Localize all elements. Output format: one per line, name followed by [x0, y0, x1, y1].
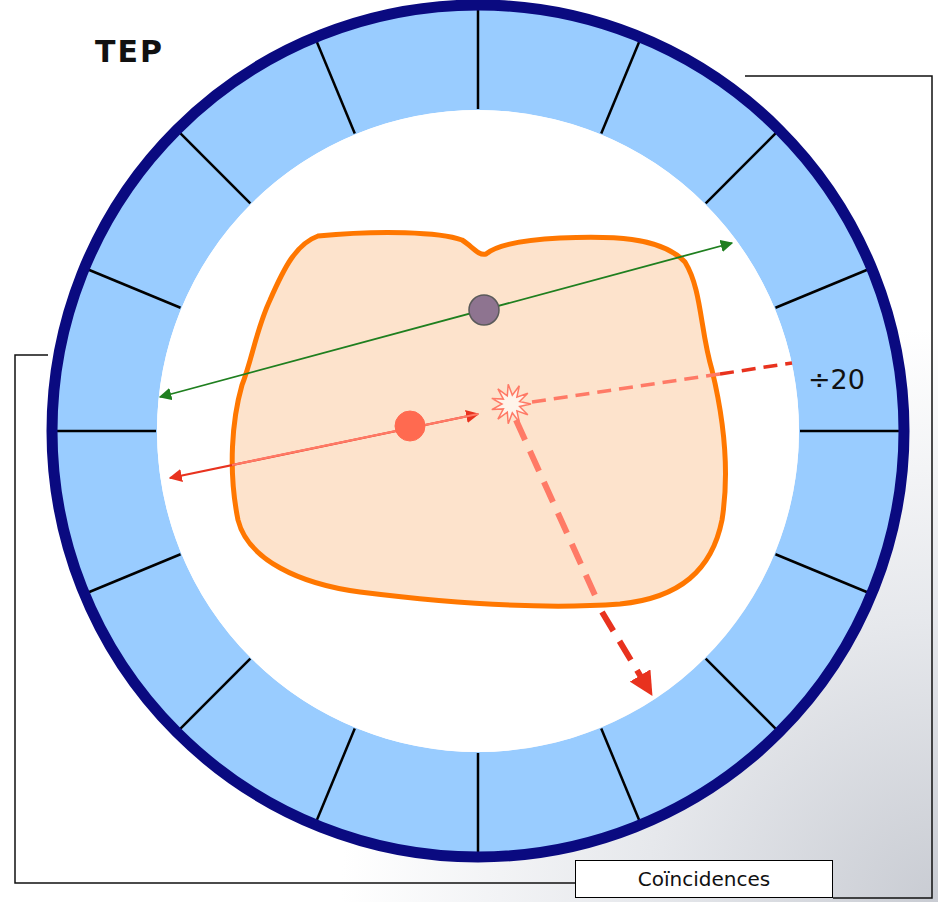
detector-divider	[601, 728, 640, 822]
detector-divider	[178, 131, 250, 203]
detector-dividers	[54, 7, 902, 855]
detector-divider	[800, 430, 902, 433]
scattered-photon	[516, 420, 598, 602]
scattered-photon	[602, 612, 650, 692]
detector-divider	[706, 131, 778, 203]
scattered-photon	[532, 374, 720, 402]
detector-divider	[316, 728, 355, 822]
scatter-star	[492, 384, 531, 424]
detector-divider	[706, 659, 778, 731]
line-of-response	[160, 243, 732, 397]
scattered-photon	[720, 363, 792, 374]
scanner-bore	[157, 110, 799, 752]
photon-path	[232, 414, 478, 465]
title: TEP	[95, 34, 164, 69]
detector-divider	[54, 430, 156, 433]
photon-path	[170, 414, 478, 478]
detector-divider	[477, 7, 480, 109]
detector-divider	[775, 554, 869, 593]
annihilation-point	[395, 411, 425, 441]
divisor-label: ÷20	[808, 364, 865, 395]
scanner-housing	[52, 5, 904, 857]
detector-divider	[178, 659, 250, 731]
detector-divider	[86, 554, 180, 593]
detector-divider	[775, 269, 869, 308]
patient-body	[232, 233, 725, 607]
detector-divider	[86, 269, 180, 308]
title-holder: TEP	[95, 34, 164, 69]
node-text: Coïncidences	[638, 867, 770, 891]
detector-ring	[105, 58, 851, 804]
detector-divider	[316, 39, 355, 133]
detector-divider	[477, 753, 480, 855]
annihilation-point	[469, 295, 499, 325]
coincidence-box: Coïncidences	[575, 860, 833, 898]
label-holder: ÷20	[808, 364, 865, 395]
detector-divider	[601, 39, 640, 133]
